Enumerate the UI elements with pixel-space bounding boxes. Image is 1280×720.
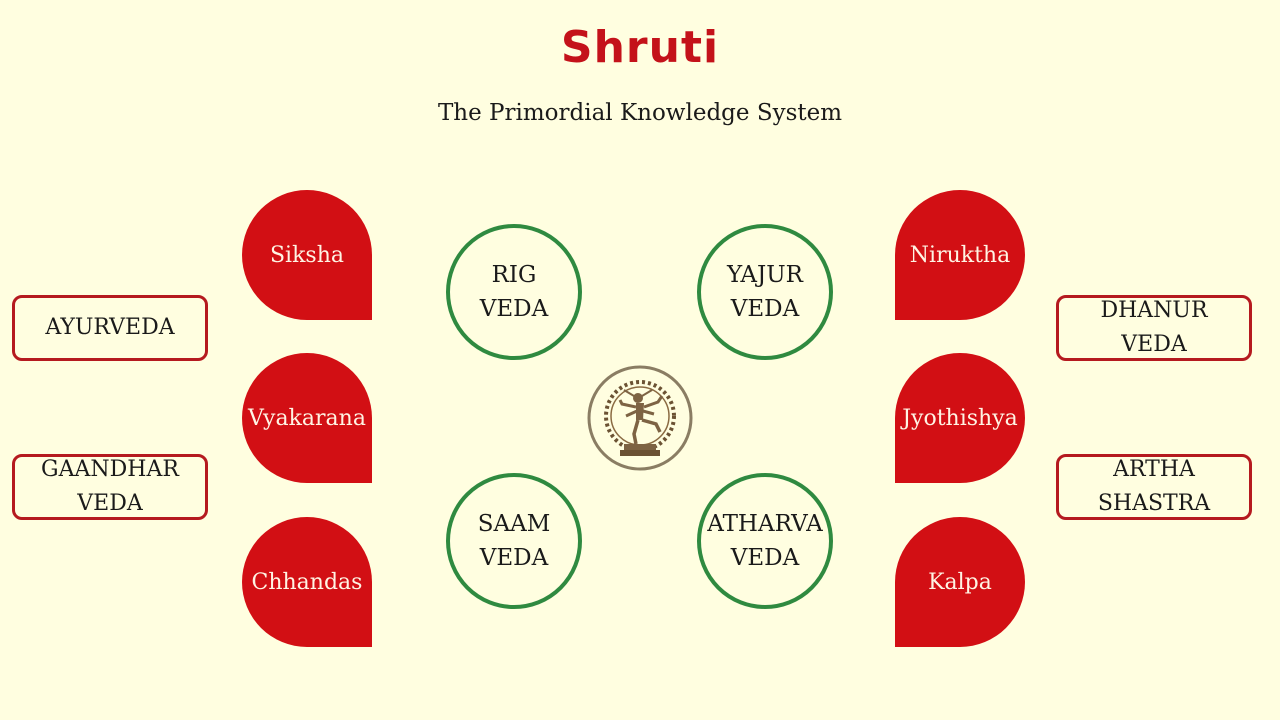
nataraja-icon	[587, 365, 693, 471]
vedanga-chhandas: Chhandas	[242, 517, 372, 647]
vedanga-niruktha-label: Niruktha	[909, 242, 1011, 268]
veda-saam: SAAM VEDA	[446, 473, 582, 609]
vedanga-siksha: Siksha	[242, 190, 372, 320]
upaveda-ayurveda: AYURVEDA	[12, 295, 208, 361]
veda-rig: RIG VEDA	[446, 224, 582, 360]
vedanga-chhandas-label: Chhandas	[251, 569, 363, 595]
upaveda-gaandhar-veda: GAANDHAR VEDA	[12, 454, 208, 520]
vedanga-kalpa: Kalpa	[895, 517, 1025, 647]
upaveda-artha-shastra: ARTHA SHASTRA	[1056, 454, 1252, 520]
vedanga-niruktha: Niruktha	[895, 190, 1025, 320]
vedanga-vyakarana: Vyakarana	[242, 353, 372, 483]
page-title: Shruti	[560, 22, 720, 73]
veda-yajur: YAJUR VEDA	[697, 224, 833, 360]
page-subtitle: The Primordial Knowledge System	[437, 100, 843, 126]
vedanga-siksha-label: Siksha	[269, 242, 344, 268]
vedanga-jyothishya: Jyothishya	[895, 353, 1025, 483]
vedanga-jyothishya-label: Jyothishya	[902, 405, 1018, 431]
vedanga-vyakarana-label: Vyakarana	[248, 405, 366, 431]
upaveda-dhanur-veda: DHANUR VEDA	[1056, 295, 1252, 361]
veda-atharva: ATHARVA VEDA	[697, 473, 833, 609]
vedanga-kalpa-label: Kalpa	[928, 569, 992, 595]
